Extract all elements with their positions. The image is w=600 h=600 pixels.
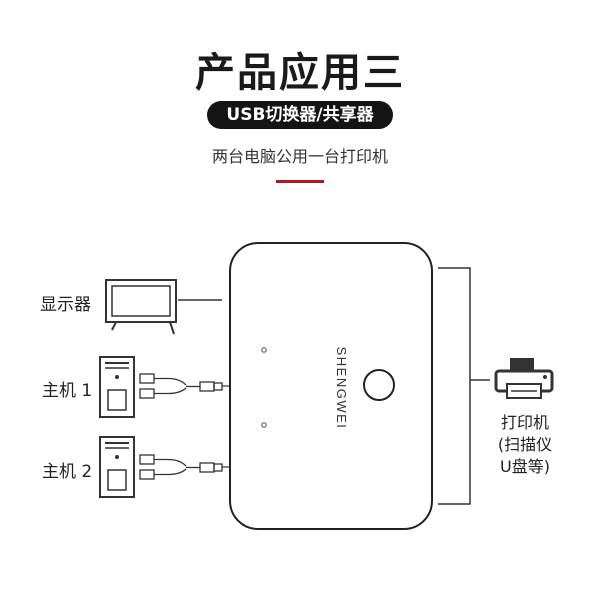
page-title: 产品应用三 [195,50,405,96]
host2-label: 主机 2 [42,462,93,482]
product-badge: USB切换器/共享器 [207,101,393,129]
printer-label: 打印机 (扫描仪 U盘等) [494,412,556,478]
device-brand-text: SHENGWEI [334,347,349,430]
monitor-icon [105,279,177,335]
accent-divider [276,180,324,183]
printer-label-line1: 打印机 [500,413,549,432]
printer-label-line2: (扫描仪 [497,435,553,454]
usb-cable-icon [139,373,223,399]
monitor-label: 显示器 [40,295,91,315]
pc-tower-icon [99,356,135,418]
host1-label: 主机 1 [42,381,93,401]
printer-bracket-line [438,267,471,505]
printer-label-line3: U盘等) [500,457,550,476]
printer-icon [494,358,554,399]
usb-cable-icon [139,454,223,480]
usb-switch-device: SHENGWEI [229,242,433,530]
page-subtitle: 两台电脑公用一台打印机 [211,147,388,166]
switch-button [363,369,395,401]
pc-tower-icon [99,436,135,498]
